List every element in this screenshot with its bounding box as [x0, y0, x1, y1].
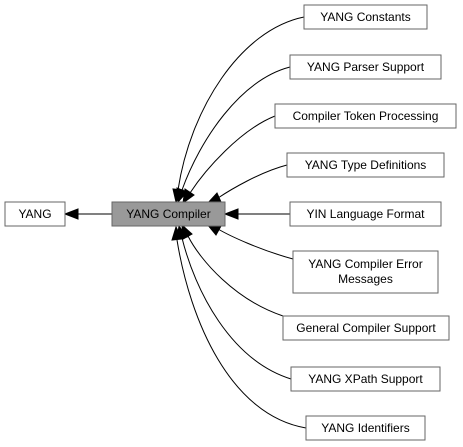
node-yang-constants-label: YANG Constants [320, 10, 410, 24]
arrowhead-yang [63, 208, 79, 220]
edge-types [217, 164, 288, 199]
node-yin-language-format[interactable]: YIN Language Format [289, 201, 442, 227]
node-yin-language-format-label: YIN Language Format [306, 207, 425, 221]
edge-identifiers [176, 239, 307, 429]
node-yang-type-definitions-label: YANG Type Definitions [305, 158, 427, 172]
node-general-compiler-support[interactable]: General Compiler Support [282, 315, 450, 341]
node-yang-xpath-support[interactable]: YANG XPath Support [290, 366, 441, 392]
arrowhead-identifiers [171, 225, 183, 241]
node-yang-identifiers[interactable]: YANG Identifiers [305, 415, 426, 441]
node-yang-xpath-support-label: YANG XPath Support [308, 372, 423, 386]
node-yang-parser-support[interactable]: YANG Parser Support [289, 54, 442, 80]
node-general-compiler-support-label: General Compiler Support [296, 321, 436, 335]
edge-xpath [181, 237, 292, 380]
node-compiler-token-processing-label: Compiler Token Processing [293, 109, 439, 123]
node-yang-compiler[interactable]: YANG Compiler [111, 201, 226, 227]
node-yang-identifiers-label: YANG Identifiers [321, 421, 409, 435]
node-compiler-token-processing[interactable]: Compiler Token Processing [274, 103, 457, 129]
node-yang[interactable]: YANG [4, 201, 66, 227]
edge-general [187, 235, 284, 317]
node-yang-compiler-error-messages[interactable]: YANG Compiler Error Messages [292, 250, 439, 294]
arrowhead-token [182, 188, 195, 205]
edge-constants [177, 16, 305, 191]
node-yang-parser-support-label: YANG Parser Support [307, 60, 425, 74]
nodes: YANG YANG Compiler YANG Constants YANG P… [4, 4, 457, 441]
node-yang-type-definitions[interactable]: YANG Type Definitions [286, 152, 445, 178]
node-yang-constants[interactable]: YANG Constants [303, 4, 428, 30]
edge-parser [181, 66, 291, 191]
node-yang-compiler-label: YANG Compiler [126, 207, 210, 221]
edges [63, 16, 307, 429]
node-yang-compiler-error-messages-label-line1: YANG Compiler Error [308, 257, 422, 271]
edge-errors [217, 228, 294, 260]
node-yang-label: YANG [18, 207, 51, 221]
node-yang-compiler-error-messages-label-line2: Messages [338, 272, 393, 286]
arrowhead-yin [223, 208, 239, 220]
edge-token [189, 115, 276, 194]
